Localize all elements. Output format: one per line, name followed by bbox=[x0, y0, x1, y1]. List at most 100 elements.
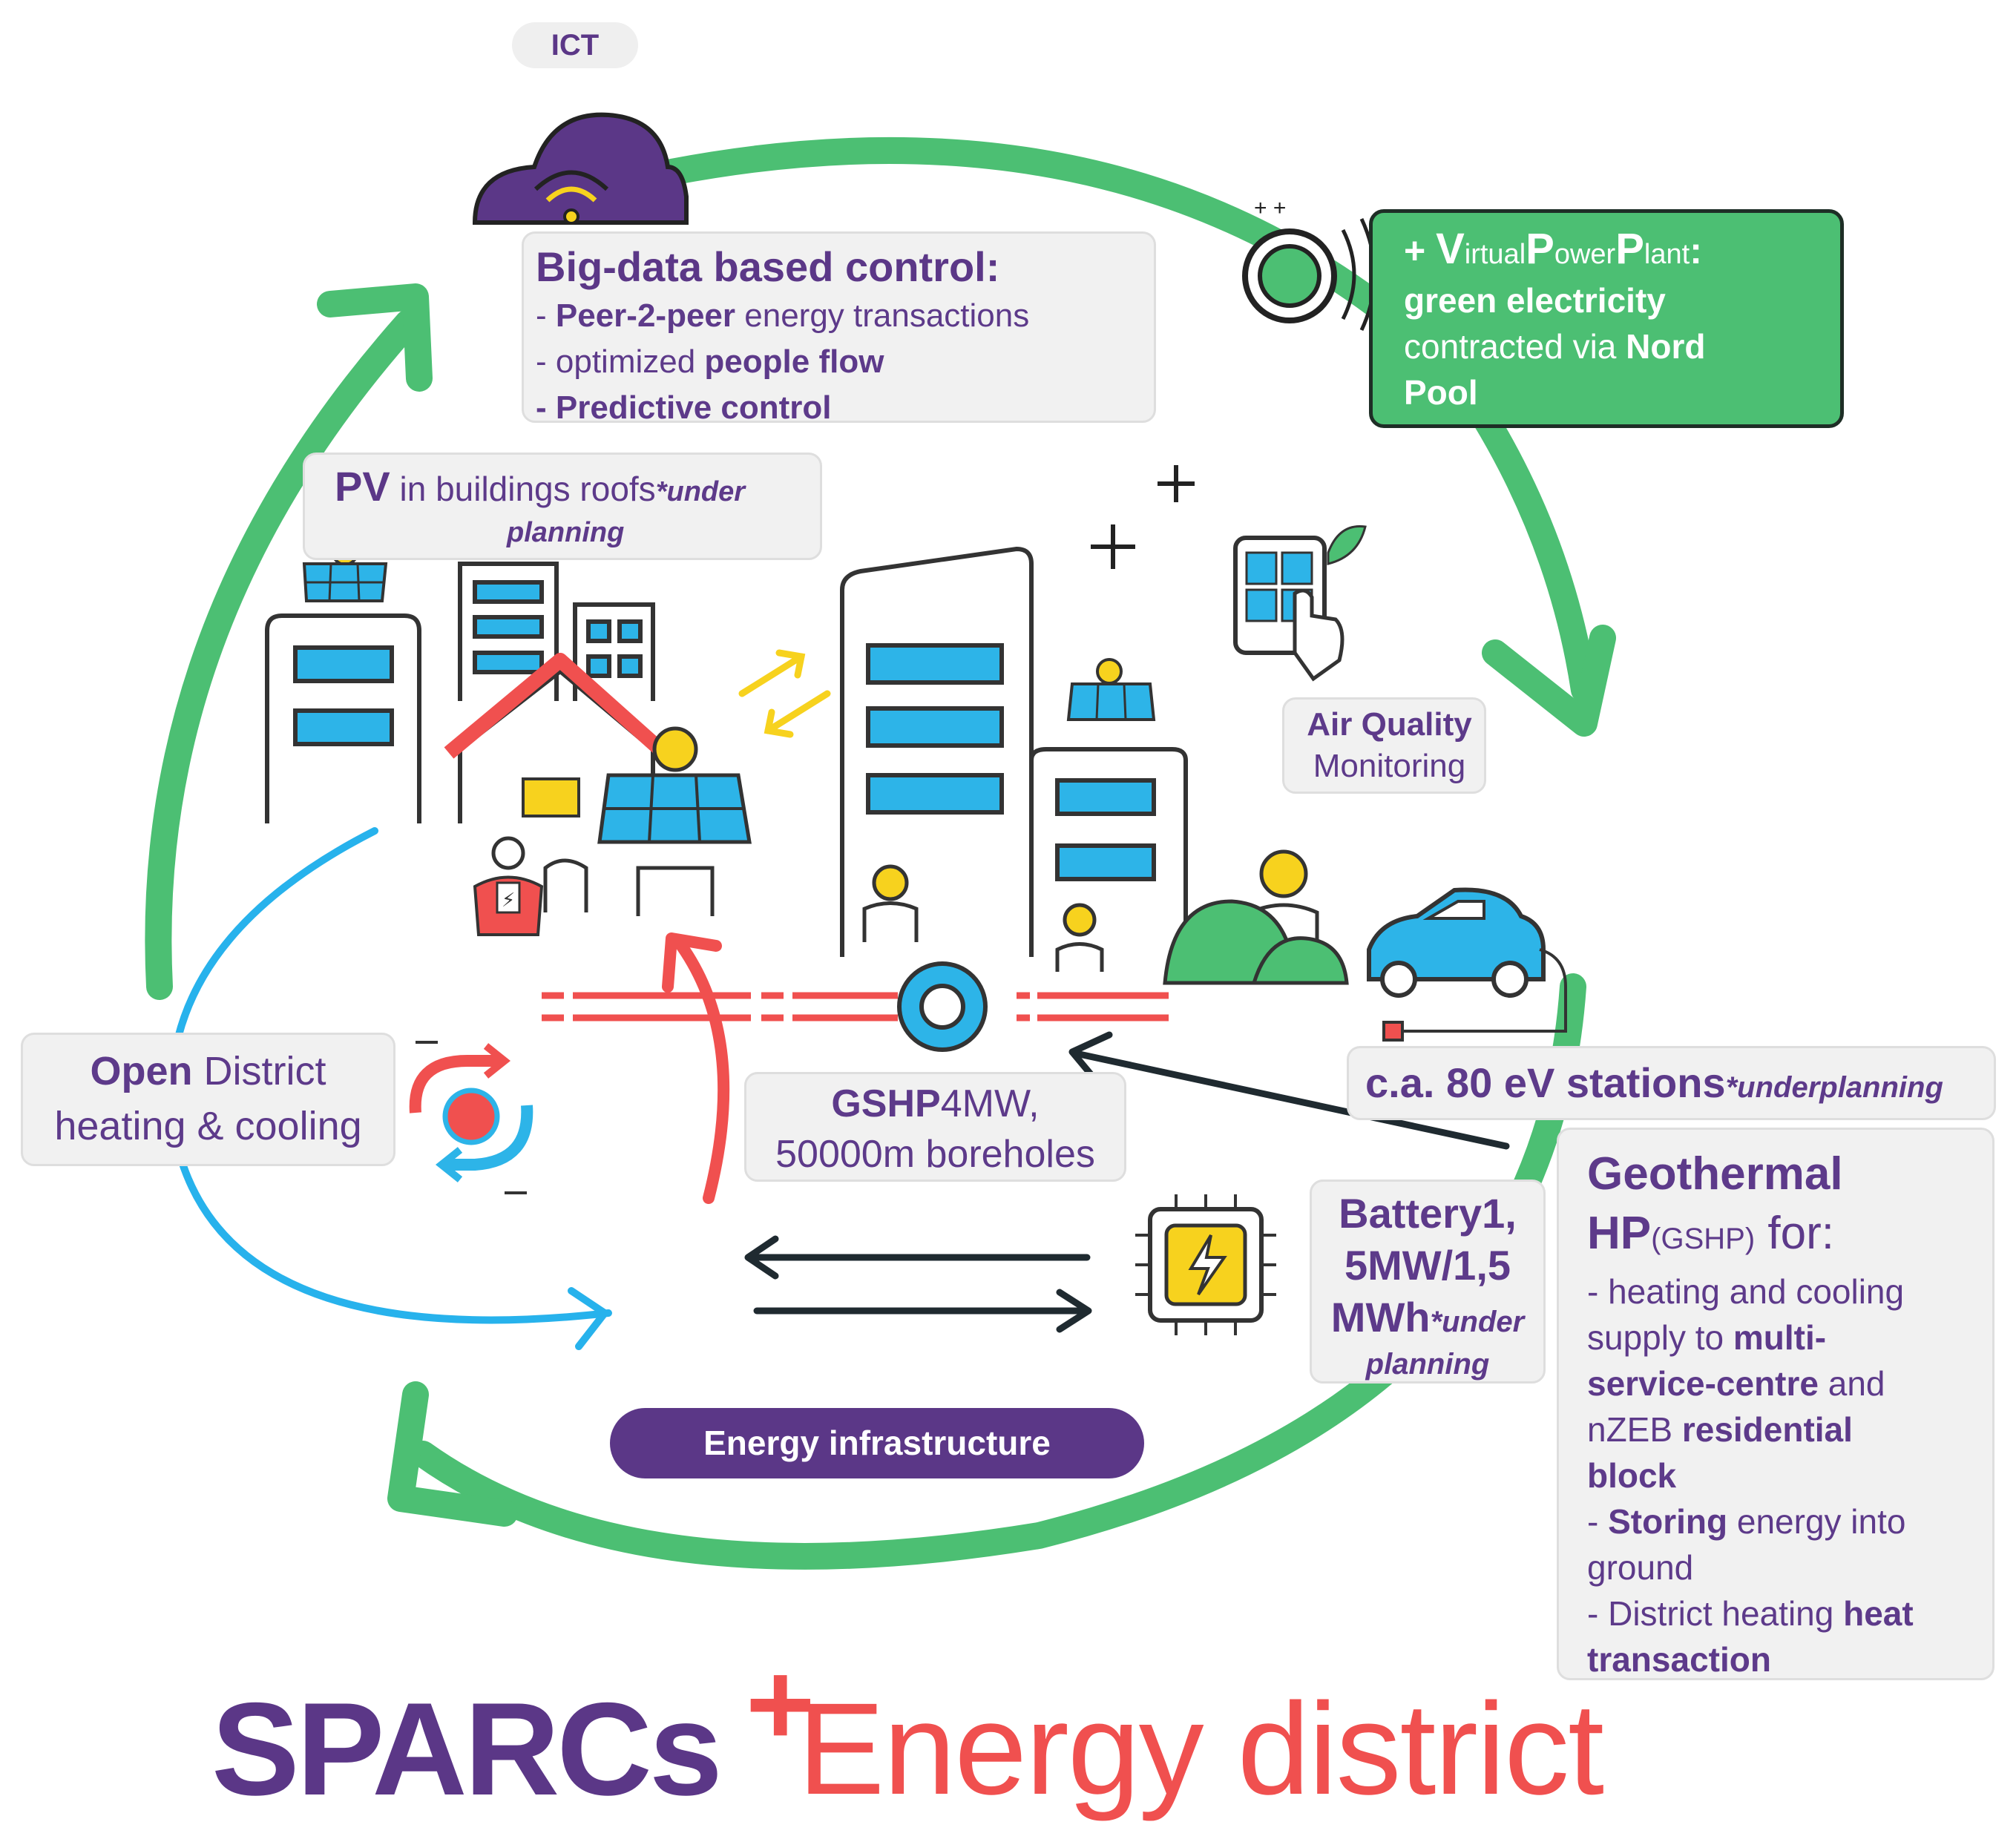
ev-note: *underplanning bbox=[1725, 1071, 1943, 1104]
battery-line-2: 5MW/1,5 bbox=[1344, 1242, 1511, 1289]
bold-text: heat bbox=[1843, 1594, 1914, 1633]
text: lant bbox=[1644, 239, 1690, 270]
geothermal-line-3: service-centre and bbox=[1587, 1361, 1992, 1407]
large-solar-panel-icon bbox=[597, 726, 752, 916]
exchange-arrows-icon bbox=[738, 649, 831, 738]
svg-text:+ +: + + bbox=[1254, 196, 1286, 220]
ev-stations-text: c.a. 80 eV stations bbox=[1365, 1059, 1726, 1106]
tablet-icon bbox=[1233, 524, 1367, 682]
energy-infrastructure-label: Energy infrastructure bbox=[703, 1424, 1051, 1462]
text: and bbox=[1818, 1364, 1885, 1403]
cloud-icon bbox=[472, 112, 689, 225]
ict-pill: ICT bbox=[512, 22, 638, 68]
text: in buildings roofs bbox=[390, 470, 656, 508]
gshp-ring-icon bbox=[897, 961, 988, 1052]
text: supply to bbox=[1587, 1318, 1733, 1357]
geothermal-line-1: - heating and cooling bbox=[1587, 1272, 1905, 1311]
text: contracted via bbox=[1404, 327, 1626, 366]
plus: + bbox=[1404, 230, 1437, 272]
tower-solar-panel-icon bbox=[1066, 658, 1156, 721]
battery-box: Battery1, 5MW/1,5 MWh*under planning bbox=[1310, 1180, 1546, 1384]
energy-infrastructure-pill: Energy infrastructure bbox=[610, 1408, 1144, 1478]
brand-title: SPARCs + Energy district bbox=[211, 1637, 1695, 1823]
air-quality-line-1: Air Quality bbox=[1307, 706, 1472, 743]
colon: : bbox=[1690, 230, 1702, 272]
geothermal-box: Geothermal HP(GSHP) for: - heating and c… bbox=[1557, 1128, 1994, 1680]
geothermal-line-2: supply to multi- bbox=[1587, 1315, 1992, 1361]
text: - optimized bbox=[536, 343, 705, 380]
geothermal-line-9: transaction bbox=[1587, 1640, 1771, 1679]
heating-cooling-cycle-icon bbox=[409, 1041, 533, 1194]
big-data-line-1: - Peer-2-peer energy transactions bbox=[536, 293, 1154, 339]
gshp-line-1: GSHP4MW, bbox=[746, 1079, 1124, 1129]
brand-part-1: SPARCs bbox=[211, 1675, 723, 1823]
big-data-control-box: Big-data based control: - Peer-2-peer en… bbox=[522, 231, 1156, 426]
text: irtual bbox=[1464, 239, 1526, 270]
virtual-power-plant-box: + VirtualPowerPlant: green electricity c… bbox=[1369, 209, 1844, 428]
electric-car-icon bbox=[1367, 887, 1567, 1042]
letter: P bbox=[1615, 225, 1644, 273]
big-data-line-2: - optimized people flow bbox=[536, 339, 1154, 385]
pv-line-1: PV in buildings roofs*under bbox=[335, 462, 820, 516]
ev-stations-box: c.a. 80 eV stations*underplanning bbox=[1347, 1046, 1996, 1120]
vpp-title: + VirtualPowerPlant: bbox=[1404, 226, 1840, 277]
geothermal-line-5: block bbox=[1587, 1456, 1677, 1495]
geothermal-line-7: ground bbox=[1587, 1548, 1694, 1587]
text: for: bbox=[1755, 1208, 1834, 1259]
pv-note-2: planning bbox=[507, 517, 625, 548]
bold-text: Storing bbox=[1608, 1502, 1728, 1541]
text: - bbox=[1587, 1502, 1609, 1541]
text: energy into bbox=[1727, 1502, 1906, 1541]
big-data-title: Big-data based control: bbox=[536, 243, 1000, 290]
letter: V bbox=[1436, 225, 1465, 273]
tower-building bbox=[840, 546, 1188, 957]
bold-text: residential bbox=[1681, 1410, 1853, 1449]
dark-flow-arrows bbox=[744, 1031, 1510, 1333]
big-data-line-3: - Predictive control bbox=[536, 389, 832, 426]
bold-text: Open bbox=[90, 1049, 193, 1093]
bold-text: service-centre bbox=[1587, 1364, 1819, 1403]
district-heating-line-2: heating & cooling bbox=[54, 1104, 362, 1148]
vpp-line-3: contracted via Nord bbox=[1404, 323, 1840, 369]
district-heating-line-1: Open District bbox=[23, 1044, 393, 1099]
bold-text: HP bbox=[1587, 1208, 1652, 1259]
bold-text: multi- bbox=[1733, 1318, 1827, 1357]
dash: - bbox=[536, 297, 556, 334]
svg-text:⚡: ⚡ bbox=[502, 889, 515, 911]
bold-text: MWh bbox=[1330, 1294, 1431, 1340]
text: - District heating bbox=[1587, 1594, 1844, 1633]
ict-label: ICT bbox=[551, 29, 600, 62]
text: energy transactions bbox=[735, 297, 1030, 334]
brand-part-2: Energy district bbox=[798, 1677, 1604, 1822]
gshp-box: GSHP4MW, 50000m boreholes bbox=[744, 1072, 1126, 1182]
letter: P bbox=[1526, 225, 1554, 273]
power-knob-icon: + + bbox=[1242, 196, 1376, 332]
battery-line-3: MWh*under bbox=[1312, 1292, 1543, 1348]
vpp-line-4: Pool bbox=[1404, 373, 1478, 412]
plus-signs bbox=[1091, 465, 1195, 569]
vpp-line-2: green electricity bbox=[1404, 281, 1666, 320]
note: *under bbox=[1430, 1306, 1525, 1338]
pv-box: PV in buildings roofs*under planning bbox=[303, 453, 822, 560]
geothermal-line-4: nZEB residential bbox=[1587, 1407, 1992, 1453]
small-text: (GSHP) bbox=[1651, 1223, 1756, 1255]
text: District bbox=[192, 1049, 326, 1093]
battery-chip-icon bbox=[1135, 1194, 1276, 1335]
air-quality-line-2: Monitoring bbox=[1313, 748, 1466, 784]
geothermal-line-8: - District heating heat bbox=[1587, 1590, 1992, 1636]
green-arrowheads bbox=[317, 283, 1616, 1527]
buildings-left bbox=[265, 562, 655, 823]
bold-text: Peer-2-peer bbox=[555, 297, 736, 334]
green-hills bbox=[1163, 899, 1349, 985]
geothermal-title-1: Geothermal bbox=[1587, 1148, 1843, 1200]
geothermal-title-2: HP(GSHP) for: bbox=[1587, 1204, 1992, 1269]
text: 4MW, bbox=[940, 1082, 1040, 1125]
bold-text: Nord bbox=[1626, 327, 1706, 366]
gshp-line-2: 50000m boreholes bbox=[775, 1133, 1095, 1176]
battery-note-2: planning bbox=[1365, 1348, 1490, 1381]
text: nZEB bbox=[1587, 1410, 1682, 1449]
brand-plus: + bbox=[746, 1637, 815, 1770]
bold-text: GSHP bbox=[831, 1082, 941, 1125]
red-pipes bbox=[542, 992, 1169, 1022]
text: ower bbox=[1554, 239, 1616, 270]
